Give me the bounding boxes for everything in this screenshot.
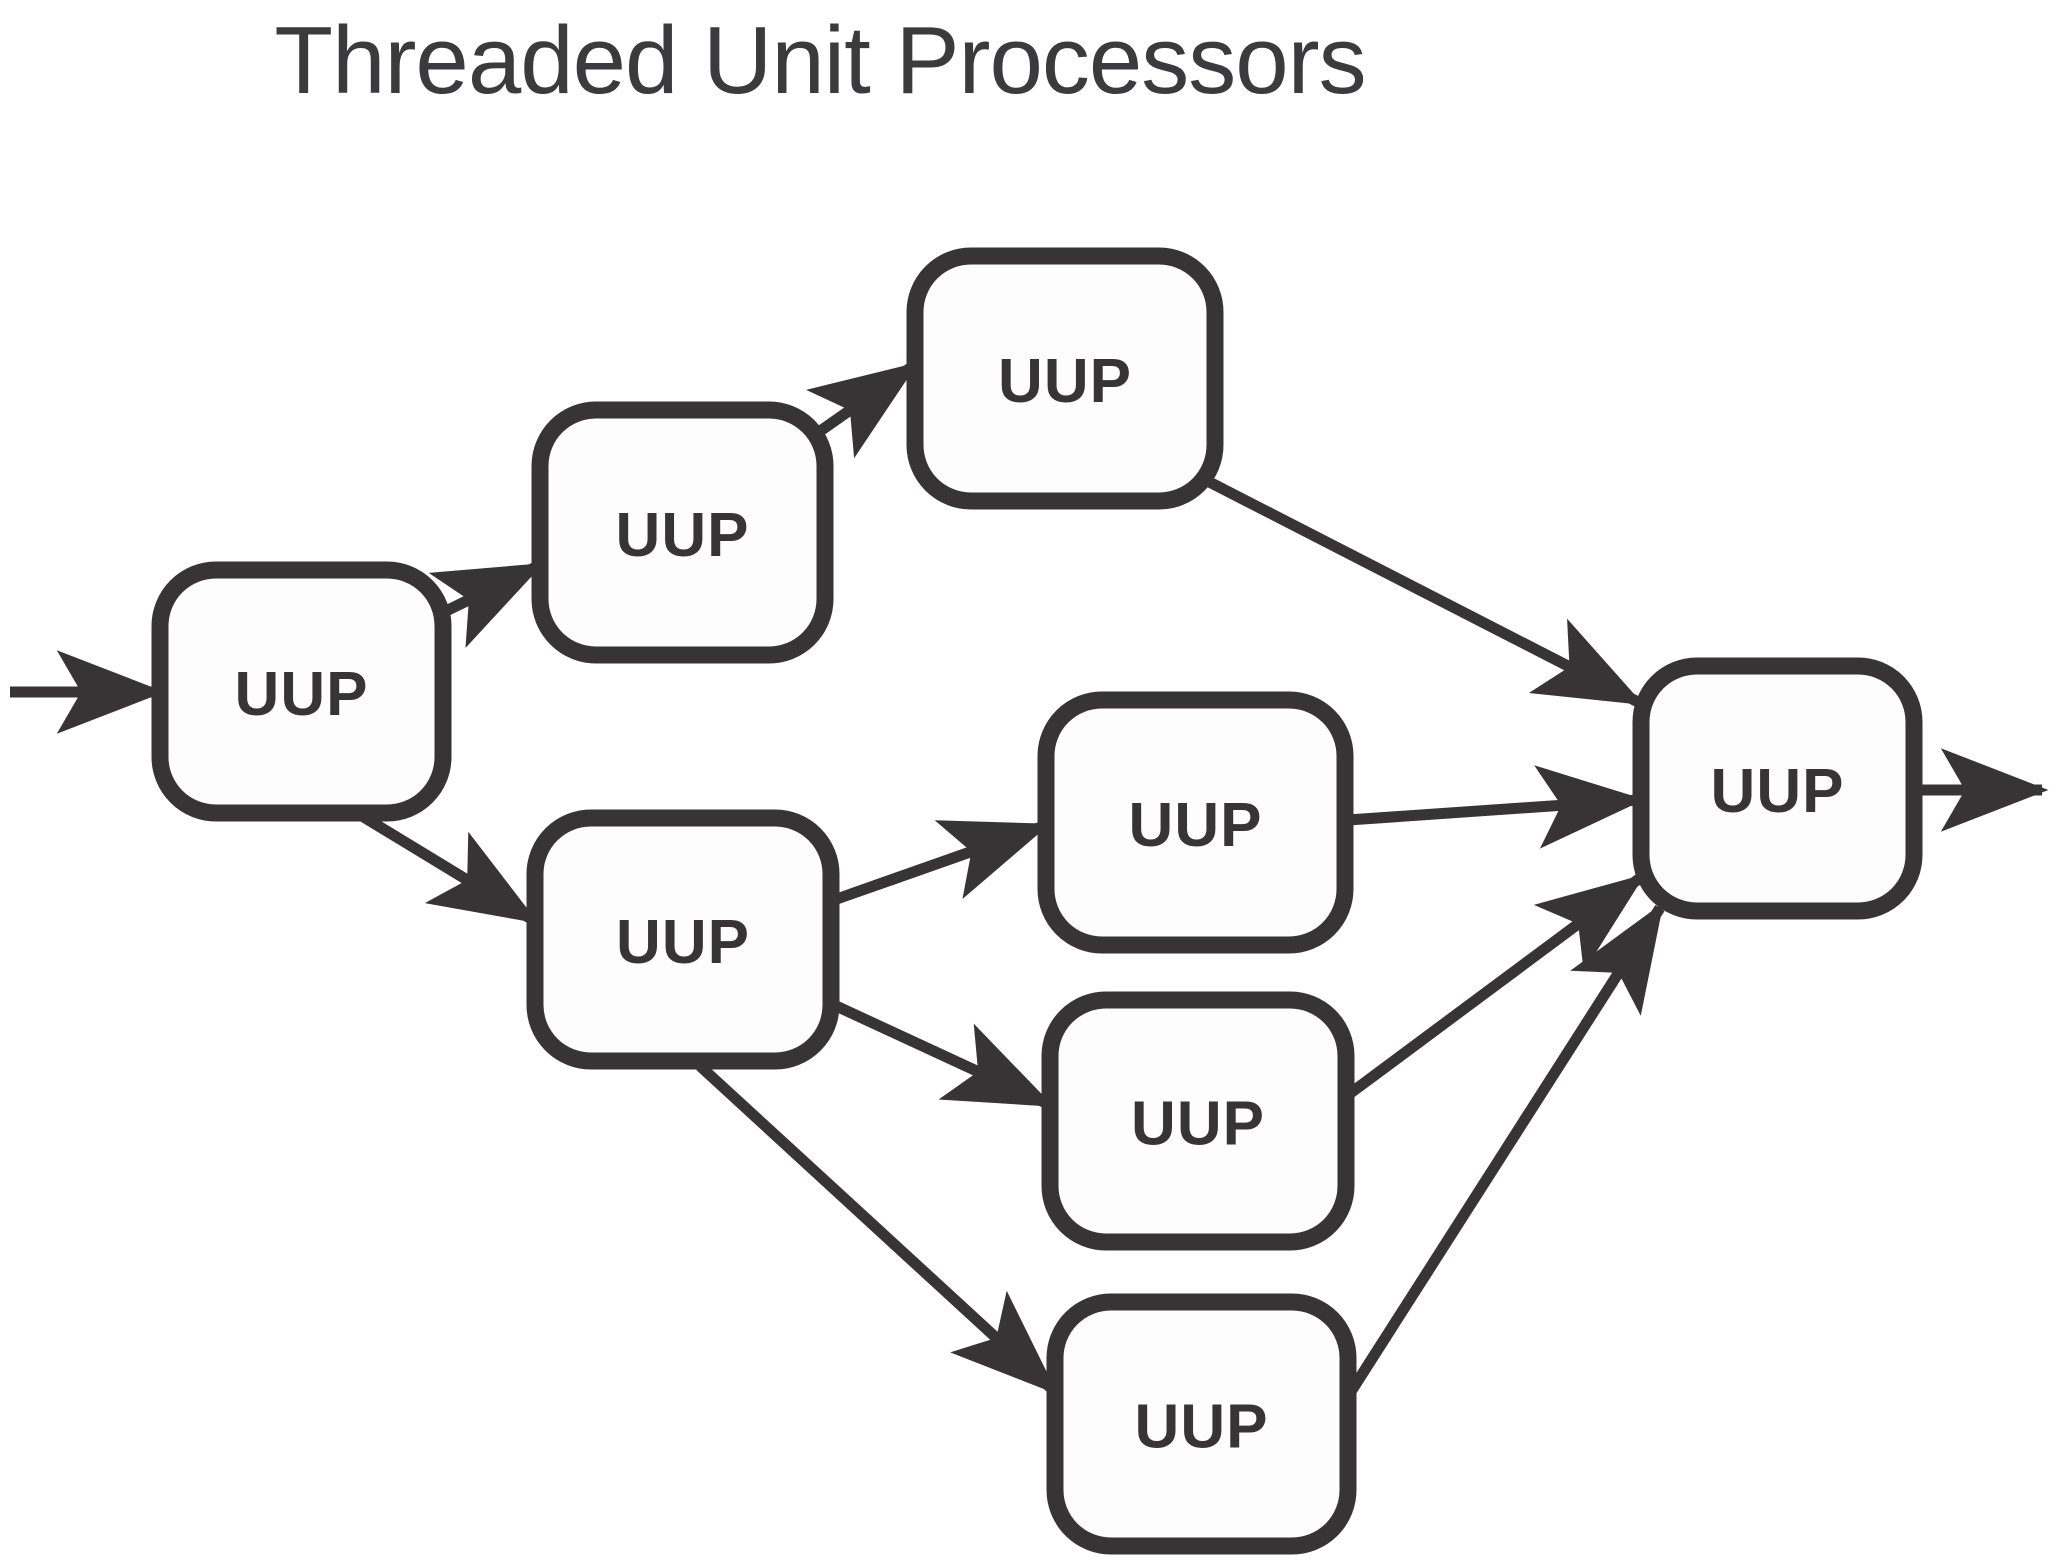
edge-lower-mid-to-branch-a <box>832 820 1051 906</box>
node-box-uup-output[interactable] <box>1632 657 1923 920</box>
node-label-uup-output: UUP <box>1711 757 1845 826</box>
edge-lower-mid-to-branch-a-line <box>832 820 1051 906</box>
node-box-uup-branch-b[interactable] <box>1041 991 1355 1251</box>
node-label-uup-upper-mid: UUP <box>616 501 750 570</box>
edge-lower-mid-to-branch-c-line <box>696 1061 1058 1395</box>
edge-lower-mid-to-branch-b-line <box>831 1000 1054 1109</box>
node-label-uup-input: UUP <box>235 660 369 729</box>
node-uup-output[interactable]: UUP <box>1632 657 1923 920</box>
node-uup-branch-a[interactable]: UUP <box>1037 691 1354 954</box>
edge-branch-a-to-output <box>1347 765 1645 849</box>
edge-input-to-lower-mid-line <box>359 811 539 925</box>
node-box-uup-upper-top[interactable] <box>906 247 1224 510</box>
node-label-uup-branch-a: UUP <box>1129 791 1263 860</box>
node-label-uup-upper-top: UUP <box>998 347 1132 416</box>
edge-top-to-output-line <box>1183 465 1644 707</box>
node-uup-branch-b[interactable]: UUP <box>1041 991 1355 1251</box>
node-box-uup-lower-mid[interactable] <box>526 809 840 1070</box>
edge-input-to-upper-mid <box>428 561 544 649</box>
edge-lower-mid-to-branch-b <box>831 1000 1054 1109</box>
node-uup-upper-top[interactable]: UUP <box>906 247 1224 510</box>
page-title: Threaded Unit Processors <box>274 7 1366 114</box>
node-box-uup-input[interactable] <box>151 561 452 822</box>
node-uup-input[interactable]: UUP <box>151 561 452 822</box>
edge-branch-b-to-output <box>1344 873 1646 1100</box>
edge-input-to-upper-mid-line <box>428 561 544 649</box>
node-box-uup-branch-c[interactable] <box>1046 1293 1357 1555</box>
node-label-uup-branch-b: UUP <box>1131 1090 1265 1159</box>
edge-branch-b-to-output-line <box>1344 873 1646 1100</box>
node-box-uup-branch-a[interactable] <box>1037 691 1354 954</box>
edge-branch-c-to-output-line <box>1347 902 1665 1393</box>
node-uup-lower-mid[interactable]: UUP <box>526 809 840 1070</box>
edge-branch-a-to-output-line <box>1347 765 1645 849</box>
node-label-uup-branch-c: UUP <box>1135 1393 1269 1462</box>
node-uup-branch-c[interactable]: UUP <box>1046 1293 1357 1555</box>
edge-lower-mid-to-branch-c <box>696 1061 1058 1395</box>
node-uup-upper-mid[interactable]: UUP <box>531 401 834 664</box>
edge-top-to-output <box>1183 465 1644 707</box>
node-label-uup-lower-mid: UUP <box>616 908 750 977</box>
nodes-layer: UUP UUP UUP UUP UUP UUP UUP UUP <box>151 247 1923 1555</box>
edge-input-to-lower-mid <box>359 811 539 925</box>
edges-layer <box>10 361 2049 1395</box>
edge-branch-c-to-output <box>1347 902 1665 1393</box>
node-box-uup-upper-mid[interactable] <box>531 401 834 664</box>
